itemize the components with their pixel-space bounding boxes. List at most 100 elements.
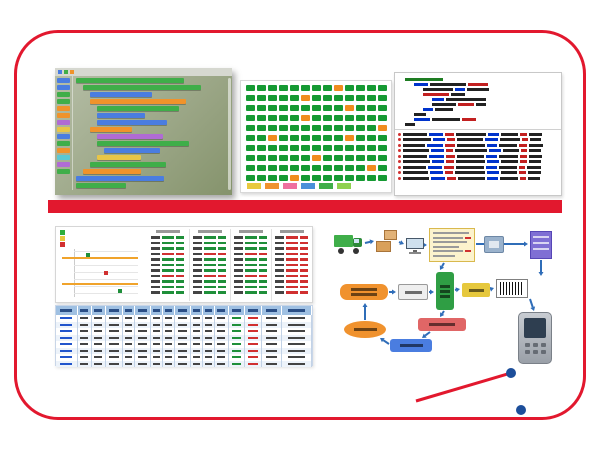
ladder-rung-orange <box>62 257 138 259</box>
cell-text <box>153 356 161 359</box>
signal-light <box>60 242 65 247</box>
cell-value <box>204 236 216 239</box>
palette-block <box>57 162 70 167</box>
cell-text <box>109 362 120 365</box>
table-cell <box>92 354 106 361</box>
cell-text <box>231 356 241 359</box>
block-script-area <box>73 76 232 190</box>
cell-text <box>288 349 306 352</box>
table-cell <box>135 315 152 322</box>
log-token <box>485 138 498 141</box>
grid-cell <box>334 125 343 131</box>
cell-value <box>245 247 257 250</box>
grid-cell <box>356 105 365 111</box>
sheet-row <box>193 285 229 288</box>
table-cell <box>163 334 176 341</box>
log-token <box>486 165 497 169</box>
header-cell <box>282 306 312 315</box>
truck-body <box>334 235 353 247</box>
report-text-bar <box>433 250 464 252</box>
table-cell <box>262 315 283 322</box>
table-cell <box>78 347 92 354</box>
cell-text <box>125 343 133 346</box>
log-token <box>501 171 517 174</box>
cell-text <box>204 336 212 339</box>
cell-value <box>162 285 174 288</box>
grid-cell <box>367 175 376 181</box>
cell-value <box>204 241 216 244</box>
table-cell <box>56 315 78 322</box>
grid-cell-highlight <box>345 135 354 141</box>
cell-text <box>266 356 278 359</box>
log-token <box>520 132 527 136</box>
cell-text <box>153 362 161 365</box>
sheet-row <box>275 285 311 288</box>
cell-label <box>193 241 202 244</box>
sheet-row <box>193 247 229 250</box>
script-block <box>90 92 152 97</box>
log-row <box>398 176 561 180</box>
grid-cell <box>356 125 365 131</box>
code-token <box>414 113 426 116</box>
monitor-display <box>407 239 423 248</box>
grid-cell <box>246 115 255 121</box>
header-text <box>80 309 89 312</box>
sheet-row <box>275 241 311 244</box>
cell-text <box>80 330 89 333</box>
log-token <box>529 154 542 158</box>
grid-cell <box>301 165 310 171</box>
palette-block <box>57 127 70 132</box>
cell-text <box>231 317 241 320</box>
table-cell <box>203 347 215 354</box>
code-token <box>446 98 486 101</box>
log-token <box>501 160 518 163</box>
table-cell <box>78 334 92 341</box>
table-cell <box>163 354 176 361</box>
cell-value <box>286 258 298 261</box>
log-token <box>499 165 517 169</box>
cell-text <box>192 323 200 326</box>
log-marker-icon <box>398 176 401 180</box>
code-line <box>414 118 561 121</box>
log-token <box>403 154 427 158</box>
table-cell <box>191 315 203 322</box>
table-cell <box>203 321 215 328</box>
warehouse-flowchart-screenshot <box>332 226 560 368</box>
cell-value <box>162 241 174 244</box>
legend-block <box>337 183 351 189</box>
cell-text <box>94 356 103 359</box>
log-token <box>486 154 497 158</box>
cell-value <box>176 280 184 283</box>
cell-text <box>204 362 212 365</box>
cell-text <box>192 349 200 352</box>
grid-cell <box>279 145 288 151</box>
grid-cell <box>257 95 266 101</box>
cell-value <box>218 263 226 266</box>
code-token <box>414 83 428 86</box>
cell-text <box>231 323 241 326</box>
cell-text <box>165 330 173 333</box>
node-grid-cells <box>241 81 391 192</box>
toolbar-chip <box>58 70 62 74</box>
cell-text <box>288 343 306 346</box>
cell-text <box>192 343 200 346</box>
cell-text <box>60 330 73 333</box>
grid-cell <box>334 105 343 111</box>
grid-cell <box>367 85 376 91</box>
table-cell <box>151 341 164 348</box>
table-cell <box>163 321 176 328</box>
flow-node-barcode <box>496 279 528 298</box>
log-token <box>529 160 541 163</box>
cell-value <box>204 274 216 277</box>
grid-cell <box>290 95 299 101</box>
sheet-row <box>151 263 188 266</box>
log-token <box>455 171 485 174</box>
log-row <box>398 132 561 136</box>
cell-label <box>275 269 284 272</box>
cell-value <box>300 291 308 294</box>
cell-label <box>234 269 243 272</box>
cell-value <box>245 291 257 294</box>
cell-text <box>153 349 161 352</box>
sheet-row <box>275 291 311 294</box>
script-block <box>97 120 167 125</box>
